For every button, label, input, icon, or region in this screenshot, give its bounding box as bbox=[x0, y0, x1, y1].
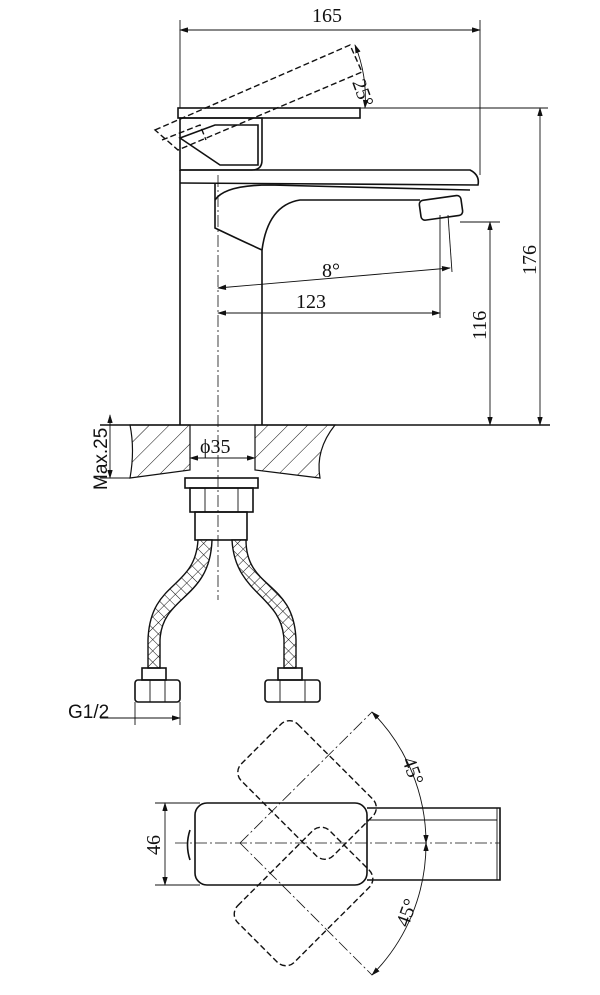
dim-116-label: 116 bbox=[469, 311, 491, 340]
dim-45deg-upper-label: 45° bbox=[397, 754, 427, 788]
dim-45deg-lower-label: 45° bbox=[392, 896, 422, 930]
dim-46-label: 46 bbox=[143, 835, 165, 855]
dim-176-label: 176 bbox=[519, 245, 541, 275]
dim-hole-label: ϕ35 bbox=[200, 436, 231, 458]
mounting-hardware bbox=[184, 477, 259, 541]
dim-165-label: 165 bbox=[312, 5, 342, 27]
dim-overall-width: 165 bbox=[179, 5, 481, 175]
dim-max25-label: Max.25 bbox=[91, 428, 112, 490]
countertop: Max.25 ϕ35 bbox=[91, 414, 550, 490]
dim-thread: G1/2 bbox=[68, 702, 181, 725]
dim-g12-label: G1/2 bbox=[68, 702, 109, 723]
top-view: 46 45° 45° bbox=[143, 711, 501, 976]
dim-123-label: 123 bbox=[296, 291, 326, 313]
dim-heights: 116 176 bbox=[460, 107, 543, 426]
hoses bbox=[134, 539, 321, 703]
faucet-body bbox=[177, 107, 548, 600]
dim-8deg-label: 8° bbox=[322, 260, 340, 282]
dim-25deg-label: 25° bbox=[347, 76, 377, 110]
dim-spout: 8° 123 bbox=[217, 214, 453, 318]
